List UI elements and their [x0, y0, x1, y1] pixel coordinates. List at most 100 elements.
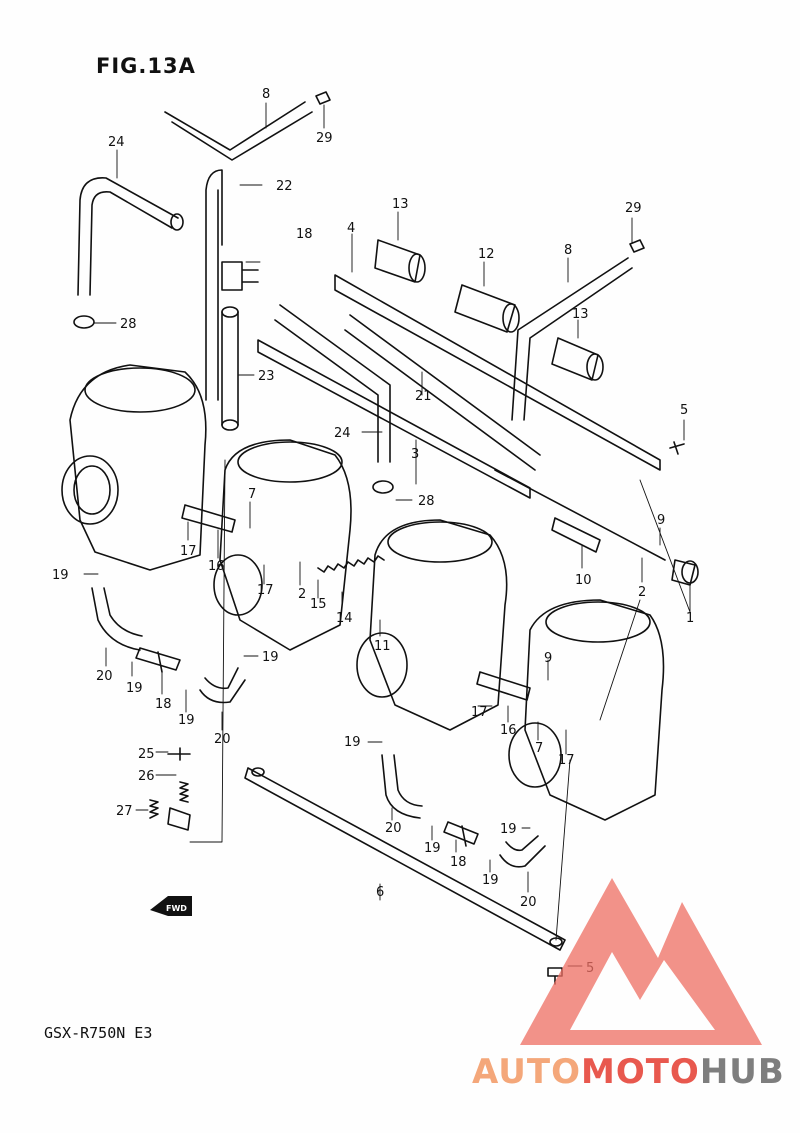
- bracket-plate-4: [334, 274, 661, 471]
- callout-24: 24: [108, 135, 125, 150]
- callout-13: 13: [392, 197, 409, 212]
- callout-9: 9: [544, 651, 552, 666]
- callout-11: 11: [374, 639, 391, 654]
- clip-29-top: [315, 91, 331, 105]
- fuel-joint-16-left: [181, 504, 236, 533]
- screw-25: [167, 747, 191, 761]
- throttle-rod: [494, 469, 666, 561]
- callout-27: 27: [116, 804, 133, 819]
- callout-29: 29: [625, 201, 642, 216]
- carburetor-4: [508, 599, 665, 821]
- hose-22: [205, 169, 223, 401]
- callout-20: 20: [385, 821, 402, 836]
- tee-fitting-18: [221, 261, 259, 291]
- callout-2: 2: [298, 587, 306, 602]
- callout-26: 26: [138, 769, 155, 784]
- callout-17: 17: [558, 753, 575, 768]
- callout-7: 7: [535, 741, 543, 756]
- carburetor-3: [356, 519, 508, 731]
- hose-8-right: [511, 257, 633, 421]
- carburetor-1: [61, 364, 207, 571]
- callout-7: 7: [248, 487, 256, 502]
- bracket-10: [551, 517, 601, 553]
- callout-19: 19: [126, 681, 143, 696]
- callout-8: 8: [262, 87, 270, 102]
- spring-14: [317, 555, 385, 573]
- brand-hub: HUB: [699, 1052, 785, 1092]
- hose-20-mid: [199, 667, 246, 704]
- callout-5: 5: [680, 403, 688, 418]
- callout-28: 28: [418, 494, 435, 509]
- callout-16: 16: [208, 559, 225, 574]
- hose-20-left: [91, 587, 143, 651]
- callout-8: 8: [564, 243, 572, 258]
- automotohub-watermark: AUTOMOTOHUB: [472, 1052, 785, 1092]
- stay-plate-6: [244, 767, 566, 951]
- callout-21: 21: [415, 389, 432, 404]
- hose-21: [274, 304, 541, 471]
- hose-24-top: [77, 177, 179, 296]
- plug-12: [454, 284, 516, 333]
- brand-moto: MOTO: [580, 1052, 700, 1092]
- callout-22: 22: [276, 179, 293, 194]
- clamp-28-mid: [372, 480, 394, 494]
- hose-20-right: [499, 835, 546, 868]
- callout-29: 29: [316, 131, 333, 146]
- callout-17: 17: [180, 544, 197, 559]
- callout-10: 10: [575, 573, 592, 588]
- callout-19: 19: [344, 735, 361, 750]
- callout-19: 19: [262, 650, 279, 665]
- callout-24: 24: [334, 426, 351, 441]
- callout-19: 19: [178, 713, 195, 728]
- callout-19: 19: [424, 841, 441, 856]
- plug-13-right: [551, 337, 599, 381]
- callout-23: 23: [258, 369, 275, 384]
- fuel-joint-16-right: [476, 671, 531, 701]
- screw-5-top: [669, 441, 685, 455]
- plug-13-top: [374, 239, 421, 283]
- callout-19: 19: [52, 568, 69, 583]
- adjuster-1: [671, 559, 696, 586]
- brand-auto: AUTO: [472, 1052, 581, 1092]
- callout-6: 6: [376, 885, 384, 900]
- automotohub-logo-icon: [520, 878, 762, 1045]
- callout-20: 20: [96, 669, 113, 684]
- callout-25: 25: [138, 747, 155, 762]
- spring-26: [179, 781, 189, 803]
- hose-8-top: [164, 101, 313, 161]
- model-label: GSX-R750N E3: [44, 1024, 153, 1042]
- callout-17: 17: [257, 583, 274, 598]
- callout-4: 4: [347, 221, 355, 236]
- tee-18-right: [443, 821, 479, 847]
- clip-29-right: [629, 239, 645, 253]
- callout-18: 18: [155, 697, 172, 712]
- callout-14: 14: [336, 611, 353, 626]
- fwd-arrow-icon: FWD: [150, 896, 192, 916]
- callout-19: 19: [500, 822, 517, 837]
- callout-20: 20: [214, 732, 231, 747]
- tee-18-left: [135, 647, 181, 673]
- bracket-27: [167, 807, 191, 831]
- callout-2: 2: [638, 585, 646, 600]
- callout-1: 1: [686, 611, 694, 626]
- callout-15: 15: [310, 597, 327, 612]
- callout-19: 19: [482, 873, 499, 888]
- callout-13: 13: [572, 307, 589, 322]
- callout-18: 18: [450, 855, 467, 870]
- callout-16: 16: [500, 723, 517, 738]
- clamp-28-top: [73, 315, 95, 329]
- callout-20: 20: [520, 895, 537, 910]
- callout-28: 28: [120, 317, 137, 332]
- bracket-plate-3: [257, 339, 531, 499]
- svg-text:FWD: FWD: [166, 904, 187, 913]
- callout-17: 17: [471, 705, 488, 720]
- callout-18: 18: [296, 227, 313, 242]
- callout-9: 9: [657, 513, 665, 528]
- figure-title: FIG.13A: [96, 54, 196, 78]
- carburetor-2: [213, 439, 352, 651]
- hose-20-lower: [381, 754, 423, 819]
- callout-12: 12: [478, 247, 495, 262]
- spring-27: [149, 799, 159, 819]
